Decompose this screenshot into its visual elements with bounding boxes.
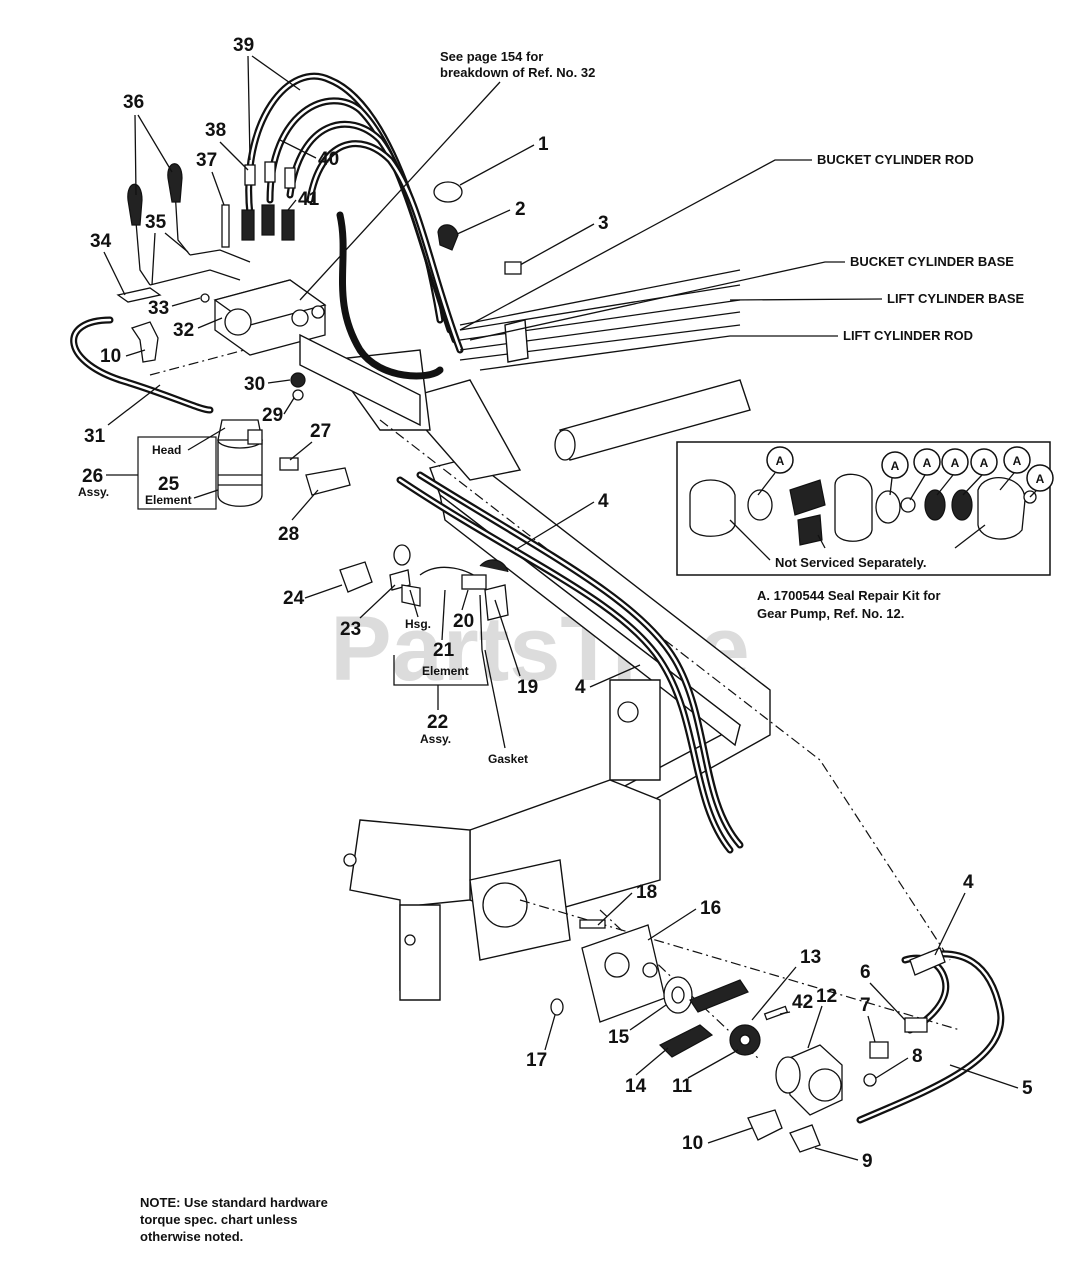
- callout-9: 9: [862, 1151, 873, 1172]
- inline-element-label: Element: [422, 664, 469, 678]
- callout-38: 38: [205, 120, 226, 141]
- callout-28: 28: [278, 524, 299, 545]
- callout-12: 12: [816, 986, 837, 1007]
- not-serviced-label: Not Serviced Separately.: [775, 555, 927, 570]
- marker-a-5: A: [970, 448, 998, 476]
- callout-42: 42: [792, 992, 813, 1013]
- hydraulic-hoses: [70, 72, 1005, 1124]
- filter-assembly: [130, 321, 421, 507]
- marker-a-4: A: [941, 448, 969, 476]
- control-valve: [116, 161, 327, 356]
- note-line2: torque spec. chart unless: [140, 1212, 298, 1227]
- note-line1: NOTE: Use standard hardware: [140, 1195, 328, 1210]
- svg-text:A: A: [1013, 454, 1022, 468]
- svg-text:A: A: [923, 456, 932, 470]
- callout-8: 8: [912, 1046, 923, 1067]
- callout-30: 30: [244, 374, 265, 395]
- inline-assy-label: Assy.: [420, 732, 451, 746]
- seal-kit-inset: A A A A A A A: [676, 441, 1054, 576]
- callout-11: 11: [672, 1076, 693, 1097]
- callout-34: 34: [90, 231, 112, 252]
- callout-16: 16: [700, 898, 721, 919]
- marker-a-7: A: [1026, 464, 1054, 492]
- marker-a-1: A: [766, 446, 794, 474]
- label-bucket-cylinder-rod: BUCKET CYLINDER ROD: [817, 152, 974, 167]
- seal-kit-caption-line1: A. 1700544 Seal Repair Kit for: [757, 588, 941, 603]
- top-note-line1: See page 154 for: [440, 49, 543, 64]
- callout-23: 23: [340, 619, 361, 640]
- callout-33: 33: [148, 298, 169, 319]
- seal-kit-caption-line2: Gear Pump, Ref. No. 12.: [757, 606, 904, 621]
- marker-a-3: A: [913, 448, 941, 476]
- callout-20: 20: [453, 611, 474, 632]
- note-line3: otherwise noted.: [140, 1229, 243, 1244]
- callout-29: 29: [262, 405, 283, 426]
- filter-head-label: Head: [152, 443, 181, 457]
- callout-24: 24: [283, 588, 305, 609]
- svg-text:A: A: [776, 454, 785, 468]
- callout-7: 7: [860, 995, 871, 1016]
- callout-18: 18: [636, 882, 657, 903]
- callout-3: 3: [598, 213, 609, 234]
- callout-10-bottom: 10: [682, 1133, 703, 1154]
- callout-37: 37: [196, 150, 217, 171]
- inline-hsg-label: Hsg.: [405, 617, 431, 631]
- callout-19: 19: [517, 677, 538, 698]
- callout-35: 35: [145, 212, 167, 233]
- callout-36: 36: [123, 92, 144, 113]
- callout-4-top: 4: [598, 491, 609, 512]
- callout-1: 1: [538, 134, 549, 155]
- filter-bracket-box: [137, 436, 217, 510]
- callout-17: 17: [526, 1050, 547, 1071]
- svg-text:A: A: [1036, 472, 1045, 486]
- callout-6: 6: [860, 962, 871, 983]
- label-bucket-cylinder-base: BUCKET CYLINDER BASE: [850, 254, 1014, 269]
- svg-text:A: A: [980, 456, 989, 470]
- callouts: 1 2 3 4 4 4 5 6 7 8 9 10 10 11 12 13 14: [84, 35, 1033, 1172]
- callout-5: 5: [1022, 1078, 1033, 1099]
- callout-15: 15: [608, 1027, 630, 1048]
- filter-element-num: 25: [158, 474, 180, 495]
- callout-10-top: 10: [100, 346, 121, 367]
- inline-element-num: 21: [433, 640, 455, 661]
- svg-text:A: A: [951, 456, 960, 470]
- callout-2: 2: [515, 199, 526, 220]
- callout-4-mid: 4: [575, 677, 586, 698]
- inline-gasket-label: Gasket: [488, 752, 528, 766]
- callout-39: 39: [233, 35, 254, 56]
- callout-13: 13: [800, 947, 821, 968]
- inline-assy-num: 22: [427, 712, 448, 733]
- callout-14: 14: [625, 1076, 647, 1097]
- marker-a-2: A: [881, 451, 909, 479]
- callout-32: 32: [173, 320, 194, 341]
- label-lift-cylinder-rod: LIFT CYLINDER ROD: [843, 328, 973, 343]
- callout-27: 27: [310, 421, 331, 442]
- marker-a-6: A: [1003, 446, 1031, 474]
- filter-element-label: Element: [145, 493, 192, 507]
- svg-text:A: A: [891, 459, 900, 473]
- callout-31: 31: [84, 426, 106, 447]
- callout-40: 40: [318, 149, 339, 170]
- gear-pump-assembly: [550, 919, 946, 1153]
- filter-assy-num: 26: [82, 466, 103, 487]
- filter-assy-label: Assy.: [78, 485, 109, 499]
- callout-4-right: 4: [963, 872, 974, 893]
- callout-41: 41: [298, 189, 320, 210]
- label-lift-cylinder-base: LIFT CYLINDER BASE: [887, 291, 1025, 306]
- top-note-line2: breakdown of Ref. No. 32: [440, 65, 595, 80]
